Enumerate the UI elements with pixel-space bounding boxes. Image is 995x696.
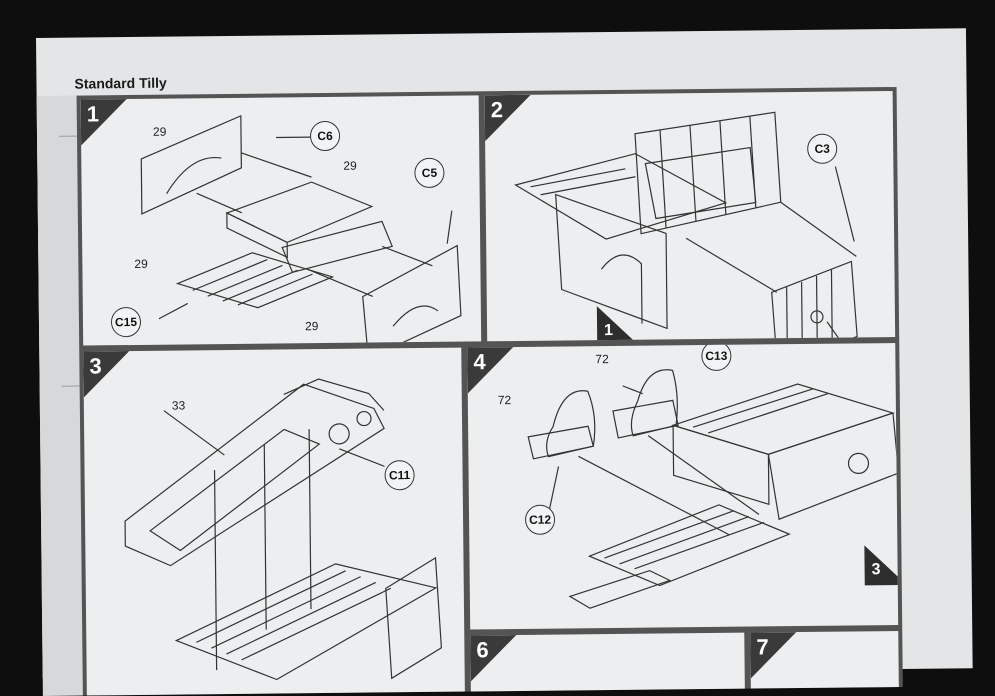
part-callout: C6 [310, 121, 340, 151]
part-callout: C15 [111, 307, 141, 337]
step-2-drawing [485, 91, 896, 341]
step-6-number: 6 [476, 637, 489, 663]
part-number-label: 29 [343, 159, 357, 173]
part-callout: C12 [525, 505, 555, 535]
part-number-label: 72 [498, 393, 512, 407]
part-number-label: 29 [153, 125, 167, 139]
step-3-drawing [83, 348, 465, 696]
step-7-panel: 7 [750, 631, 899, 689]
part-callout: C5 [414, 158, 444, 188]
ref-step-marker [864, 545, 898, 585]
part-callout: C3 [807, 134, 837, 164]
part-number-label: 72 [595, 352, 609, 366]
ref-step-number: 3 [872, 561, 881, 579]
step-1-panel: 1 29 29 29 29 C6 C5 [81, 95, 482, 345]
step-3-panel: 3 33 C11 [83, 348, 465, 696]
step-7-number: 7 [756, 634, 769, 660]
step-4-drawing [467, 343, 898, 629]
step-6-panel: 6 [470, 633, 745, 692]
part-number-label: 29 [305, 319, 319, 333]
instruction-sheet: Standard Tilly 1 29 [36, 28, 973, 678]
fold-mark [59, 136, 77, 137]
part-number-label: 33 [172, 398, 186, 412]
step-2-panel: 2 1 29 C3 [485, 91, 896, 341]
fold-mark [62, 386, 80, 387]
ref-step-number: 1 [604, 322, 613, 340]
step-1-drawing [81, 95, 482, 345]
steps-grid: 1 29 29 29 29 C6 C5 [77, 87, 903, 696]
page-title: Standard Tilly [74, 75, 166, 92]
part-number-label: 29 [134, 257, 148, 271]
step-4-panel: 4 3 72 72 C13 [467, 343, 898, 629]
part-callout: C11 [384, 460, 414, 490]
